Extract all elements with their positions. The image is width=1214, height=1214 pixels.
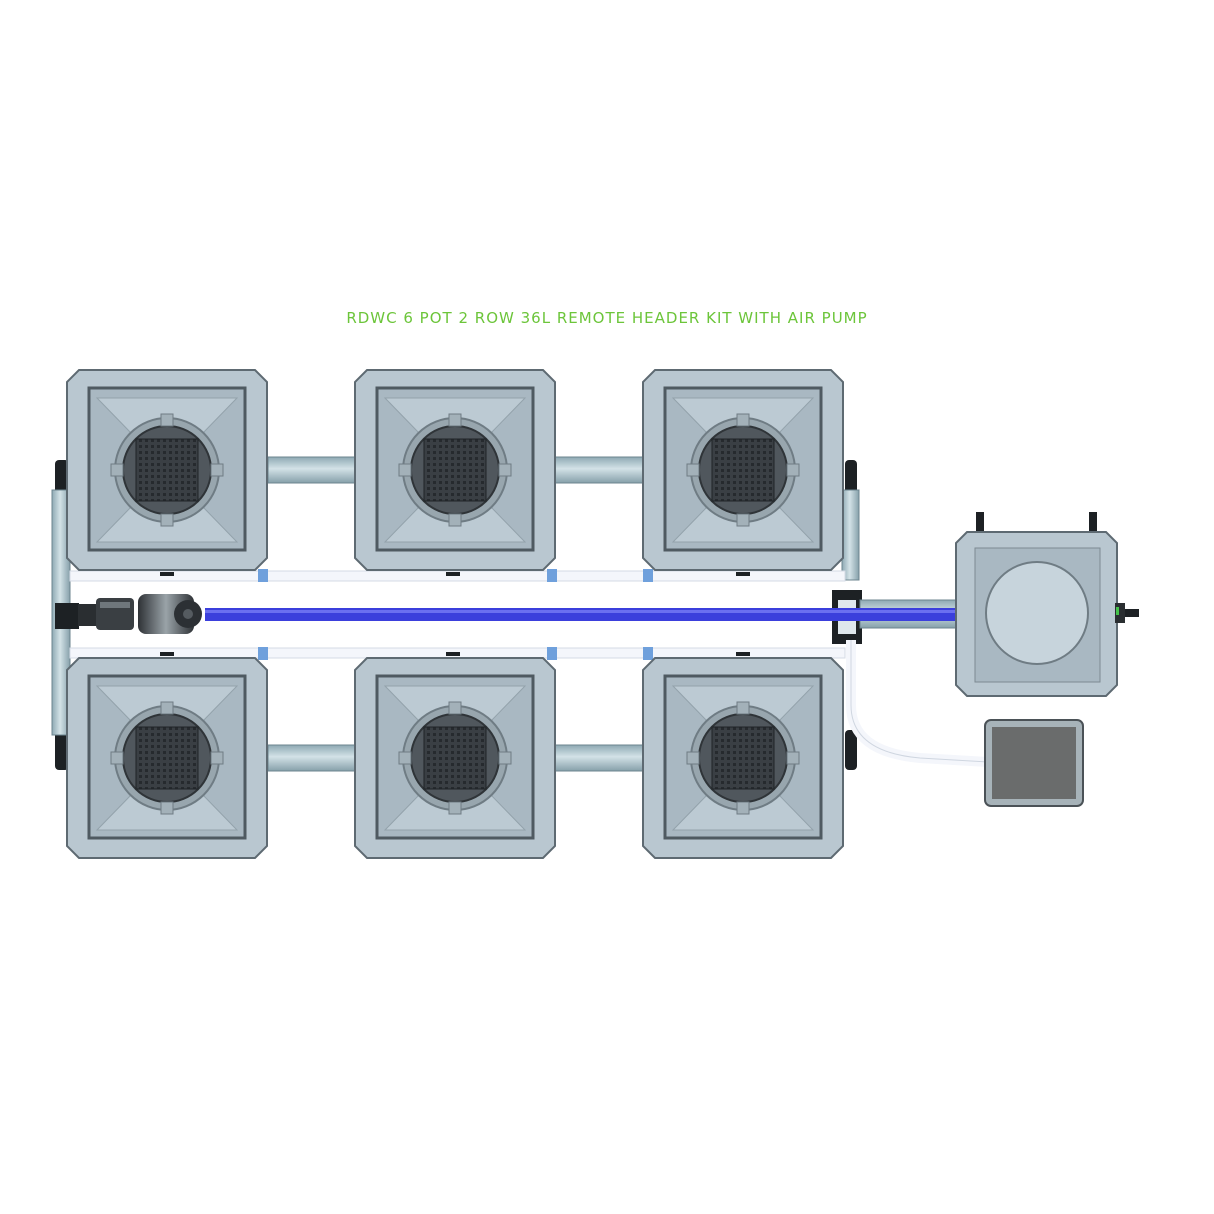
net-pot-tab [448,413,462,427]
net-pot-tab [786,751,800,765]
net-pot-mesh [423,726,487,790]
right-vertical-pipe [841,489,860,581]
net-pot-mesh [711,438,775,502]
air-pump [984,719,1084,807]
pot-bottom-3 [642,657,844,859]
net-pot-mesh [135,438,199,502]
net-pot-tab [160,701,174,715]
pots-layer [66,369,844,859]
header-stud [976,512,984,536]
blue-connector [258,569,268,582]
net-pot-tab [398,463,412,477]
header-tank-lid [985,561,1089,665]
air-line-outline [850,640,989,763]
net-pot-mesh [423,438,487,502]
left-tee-fitting [55,603,79,629]
pot-bottom-2 [354,657,556,859]
blue-return-line-highlight [205,610,955,613]
blue-connector [547,569,557,582]
pump-valve-highlight [100,602,130,608]
net-pot-tab [398,751,412,765]
header-outlet-indicator [1116,607,1119,615]
net-pot-tab [210,463,224,477]
net-pot-tab [448,513,462,527]
tube-clip [446,652,460,656]
header-outlet-nozzle [1125,609,1139,617]
net-pot-tab [498,463,512,477]
left-return-loop [51,460,79,770]
pot-top-3 [642,369,844,571]
air-pump-top [992,727,1076,799]
water-pump [78,594,202,634]
net-pot-mesh [711,726,775,790]
net-pot-tab [210,751,224,765]
net-pot-tab [736,413,750,427]
header-outlet-fitting [1115,603,1125,623]
net-pot-tab [160,413,174,427]
right-end-cap-bottom [845,730,857,770]
net-pot-tab [498,751,512,765]
link-pipe [267,456,359,484]
blue-return-line [205,608,955,621]
net-pot-tab [448,701,462,715]
pot-bottom-1 [66,657,268,859]
blue-connector [258,647,268,660]
net-pot-tab [448,801,462,815]
net-pot-tab [786,463,800,477]
tube-clip [160,572,174,576]
left-end-cap-bottom [55,728,69,770]
diagram-title: RDWC 6 POT 2 ROW 36L REMOTE HEADER KIT W… [346,309,868,327]
net-pot-mesh [135,726,199,790]
net-pot-tab [160,513,174,527]
net-pot-tab [736,801,750,815]
net-pot-tab [110,463,124,477]
pot-top-2 [354,369,556,571]
net-pot-tab [736,513,750,527]
pot-top-1 [66,369,268,571]
link-pipe [554,744,646,772]
tube-clip [736,572,750,576]
blue-connector [547,647,557,660]
blue-connector [643,569,653,582]
header-stud [1089,512,1097,536]
header-tank [955,512,1139,697]
tube-clip [446,572,460,576]
net-pot-tab [160,801,174,815]
blue-connector [643,647,653,660]
pump-inlet-fitting [78,604,100,626]
net-pot-tab [686,751,700,765]
link-pipe [554,456,646,484]
net-pot-tab [686,463,700,477]
net-pot-tab [736,701,750,715]
tube-connectors [160,569,750,660]
link-pipe [267,744,359,772]
tube-clip [736,652,750,656]
pump-impeller-hub [183,609,193,619]
tube-clip [160,652,174,656]
net-pot-tab [110,751,124,765]
